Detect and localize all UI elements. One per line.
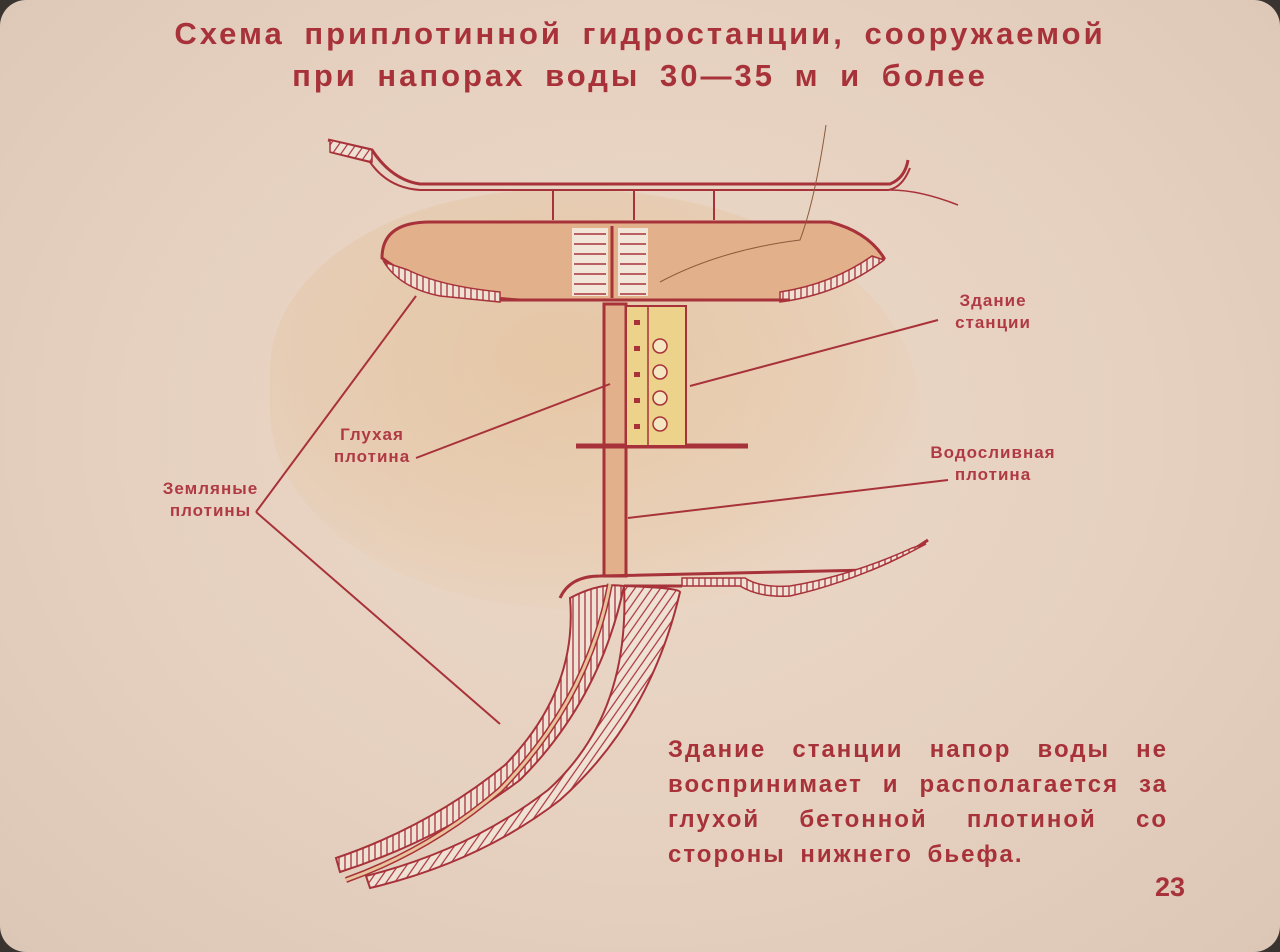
label-blind-dam: Глухая плотина: [322, 424, 422, 468]
station-building: [625, 305, 687, 447]
caption-text: Здание станции напор воды не воспринимае…: [668, 736, 1168, 868]
label-station-building-line1: Здание: [959, 291, 1027, 310]
label-blind-dam-line2: плотина: [333, 447, 411, 466]
title-line-1: Схема приплотинной гидростанции, сооружа…: [174, 16, 1106, 51]
label-station-building: Здание станции: [938, 290, 1048, 334]
label-earth-dams: Земляные плотины: [148, 478, 273, 522]
label-earth-dams-line1: Земляные: [162, 479, 259, 498]
page-number: 23: [1155, 872, 1186, 902]
lower-curved-earth-dam: [334, 583, 682, 890]
label-spillway-dam: Водосливная плотина: [918, 442, 1068, 486]
label-blind-dam-line1: Глухая: [340, 425, 404, 444]
leader-lines: [255, 295, 949, 725]
title-line-2: при напорах воды 30—35 м и более: [292, 58, 988, 93]
upper-road: [327, 138, 959, 220]
upper-earth-dam: [380, 124, 886, 303]
label-spillway-dam-line2: плотина: [954, 465, 1032, 484]
label-station-building-line2: станции: [955, 313, 1031, 332]
label-spillway-dam-line1: Водосливная: [930, 443, 1056, 462]
label-earth-dams-line2: плотины: [169, 501, 252, 520]
